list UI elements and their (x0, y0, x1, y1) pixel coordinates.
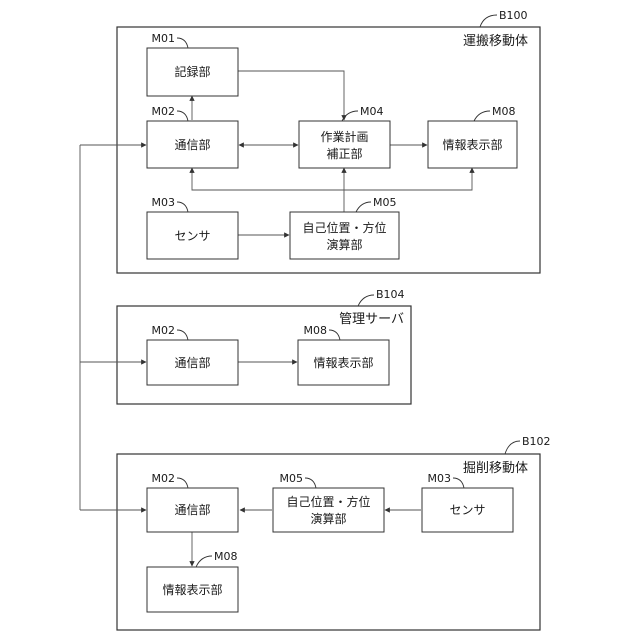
box-label: 通信部 (174, 502, 210, 517)
box-label-line1: 自己位置・方位 (302, 220, 386, 235)
box-label: 通信部 (174, 355, 210, 370)
sensor-box: センサ M03 (147, 196, 238, 259)
box-ref-label: M01 (152, 32, 176, 45)
box-label: 情報表示部 (442, 137, 502, 152)
box-label: 情報表示部 (162, 582, 222, 597)
excavator-pose-calculation-box: 自己位置・方位 演算部 M05 (273, 472, 384, 532)
excavator-info-display-box: 情報表示部 M08 (147, 550, 238, 612)
arrow-comm-display-bidirectional (192, 168, 472, 190)
comm-unit-box: 通信部 M02 (147, 105, 238, 168)
ref-leader (177, 478, 188, 488)
excavator-comm-unit-box: 通信部 M02 (147, 472, 238, 532)
server-comm-unit-box: 通信部 M02 (147, 324, 238, 385)
box-label: 情報表示部 (313, 355, 373, 370)
group-title: 運搬移動体 (463, 34, 528, 49)
box-label-line2: 演算部 (326, 237, 362, 252)
box-label-line1: 自己位置・方位 (286, 494, 370, 509)
box-ref-label: M02 (152, 324, 176, 337)
info-display-box: 情報表示部 M08 (428, 105, 517, 168)
ref-leader (177, 330, 188, 340)
box-ref-label: M02 (152, 105, 176, 118)
excavator-sensor-box: センサ M03 (422, 472, 513, 532)
ref-leader (196, 556, 212, 567)
work-plan-correction-box: 作業計画 補正部 M04 (299, 105, 390, 168)
box-ref-label: M04 (360, 105, 384, 118)
box-ref-label: M05 (373, 196, 397, 209)
box-ref-label: M08 (492, 105, 516, 118)
ref-leader (453, 478, 464, 488)
group-title: 掘削移動体 (463, 461, 528, 476)
group-title: 管理サーバ (339, 312, 404, 327)
box-ref-label: M05 (280, 472, 304, 485)
pose-calculation-box: 自己位置・方位 演算部 M05 (290, 196, 399, 259)
ref-leader (505, 441, 520, 454)
box-ref-label: M03 (428, 472, 452, 485)
group-ref-label: B100 (499, 9, 528, 22)
box-label-line2: 補正部 (326, 146, 362, 161)
box-label: センサ (449, 503, 485, 517)
box-ref-label: M08 (214, 550, 238, 563)
box-label: センサ (174, 229, 210, 243)
box-ref-label: M02 (152, 472, 176, 485)
ref-leader (177, 38, 188, 48)
box-label-line2: 演算部 (310, 511, 346, 526)
group-ref-label: B102 (522, 435, 551, 448)
record-unit-box: 記録部 M01 (147, 32, 238, 96)
box-label: 通信部 (174, 137, 210, 152)
server-info-display-box: 情報表示部 M08 (298, 324, 389, 385)
ref-leader (329, 330, 340, 340)
ref-leader (356, 202, 371, 212)
box-label: 記録部 (174, 64, 210, 79)
ref-leader (358, 295, 374, 306)
box-ref-label: M08 (304, 324, 328, 337)
box-label-line1: 作業計画 (320, 129, 368, 144)
group-ref-label: B104 (376, 288, 405, 301)
box-ref-label: M03 (152, 196, 176, 209)
ref-leader (305, 478, 316, 488)
ref-leader (177, 111, 188, 121)
ref-leader (474, 111, 490, 121)
ref-leader (177, 202, 188, 212)
ref-leader (480, 15, 497, 27)
arrow-record-to-plan (238, 71, 344, 120)
